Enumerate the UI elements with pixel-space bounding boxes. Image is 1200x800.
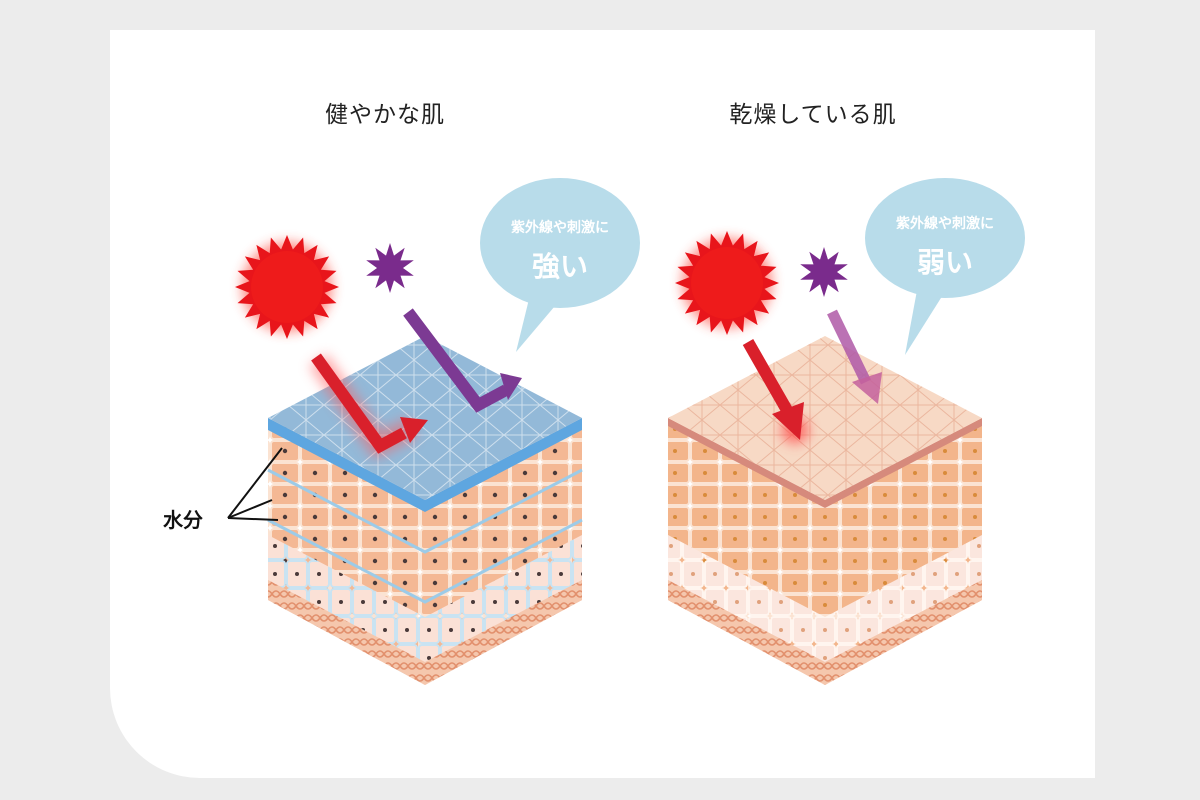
svg-text:紫外線や刺激に: 紫外線や刺激に — [896, 215, 994, 232]
healthy-skin-block — [267, 336, 583, 685]
uv-star-icon — [366, 243, 414, 293]
moisture-callout: 水分 — [163, 447, 283, 532]
reflected-red-arrow — [309, 353, 428, 460]
speech-bubble-weak: 紫外線や刺激に 弱い — [865, 178, 1025, 355]
speech-bubble-strong: 紫外線や刺激に 強い — [480, 178, 640, 352]
svg-text:弱い: 弱い — [917, 246, 973, 279]
penetrating-red-arrow — [742, 339, 809, 444]
penetrating-purple-arrow — [827, 309, 882, 404]
svg-text:紫外線や刺激に: 紫外線や刺激に — [511, 219, 609, 236]
svg-text:強い: 強い — [532, 250, 588, 283]
dry-skin-title: 乾燥している肌 — [729, 102, 897, 128]
healthy-skin-title: 健やかな肌 — [325, 102, 445, 128]
dry-skin-block — [668, 336, 982, 685]
moisture-label: 水分 — [163, 508, 203, 532]
uv-star-icon — [800, 247, 848, 297]
sun-icon — [235, 235, 339, 339]
sun-icon — [675, 231, 779, 335]
reflected-purple-arrow — [403, 308, 522, 413]
